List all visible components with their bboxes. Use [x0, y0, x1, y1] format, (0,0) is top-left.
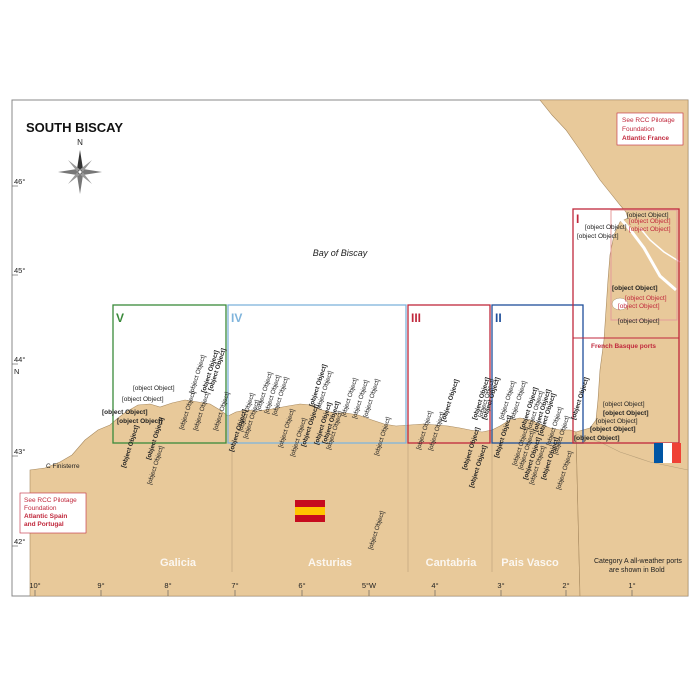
lon-tick-label: 10°: [29, 581, 40, 590]
note-spain-line-3: Atlantic Spain: [24, 513, 67, 520]
note-spain-line-1: See RCC Pilotage: [24, 497, 77, 504]
port-label: [object Object]: [603, 410, 649, 417]
lon-tick-label: 5°W: [362, 581, 377, 590]
port-label: [object Object]: [618, 303, 660, 310]
section-v-box: [112, 304, 227, 444]
section-iii-label: III: [411, 311, 421, 325]
section-iii-box: [407, 304, 491, 444]
note-france-line-2: Foundation: [622, 126, 655, 133]
port-label: [object Object]: [574, 435, 620, 442]
port-label: [object Object]: [590, 426, 636, 433]
lon-tick-label: 2°: [562, 581, 569, 590]
port-label: [object Object]: [629, 226, 671, 233]
port-label: [object Object]: [585, 224, 627, 231]
region-asturias: Asturias: [308, 557, 352, 569]
port-labels-horizontal: [object Object][object Object][object Ob…: [102, 212, 671, 442]
lon-tick-label: 4°: [431, 581, 438, 590]
lat-tick-label: 44°: [14, 355, 25, 364]
lat-tick-label: 42°: [14, 537, 25, 546]
section-ii-box: [491, 304, 584, 444]
lat-tick-label: 43°: [14, 447, 25, 456]
port-label: [object Object]: [625, 295, 667, 302]
section-iv-label: IV: [231, 311, 242, 325]
lat-tick-label: 46°: [14, 177, 25, 186]
lon-tick-label: 6°: [298, 581, 305, 590]
lon-tick-label: 7°: [231, 581, 238, 590]
legend-note-line-2: are shown in Bold: [609, 567, 665, 574]
port-label: [object Object]: [577, 233, 619, 240]
port-label: [object Object]: [122, 396, 164, 403]
note-france-line-3: Atlantic France: [622, 135, 669, 142]
port-label: [object Object]: [133, 385, 175, 392]
region-cantabria: Cantabria: [426, 557, 478, 569]
land-spain: [29, 399, 581, 597]
note-atlantic-spain: See RCC Pilotage Foundation Atlantic Spa…: [19, 492, 87, 534]
port-label: [object Object]: [629, 218, 671, 225]
port-label: [object Object]: [603, 401, 645, 408]
legend-note: Category A all-weather ports are shown i…: [594, 558, 682, 574]
gironde-river: [639, 227, 681, 263]
port-label: [object Object]: [618, 318, 660, 325]
section-i-box: [572, 208, 680, 444]
port-label: [object Object]: [596, 418, 638, 425]
section-i-label: I: [576, 212, 579, 226]
lat-hemisphere-label: N: [14, 367, 19, 376]
section-ii-label: II: [495, 311, 502, 325]
lon-tick-label: 8°: [164, 581, 171, 590]
latitude-ticks: 46° 45° 44° 43° 42° N: [12, 177, 25, 547]
bassin-arcachon: [611, 297, 629, 311]
port-label: [object Object]: [102, 409, 148, 416]
compass-rose-icon: [58, 150, 102, 194]
region-galicia: Galicia: [160, 557, 197, 569]
port-label: [object Object]: [612, 285, 658, 292]
port-label: [object Object]: [627, 212, 669, 219]
spain-flag-icon: [295, 500, 325, 522]
note-spain-line-2: Foundation: [24, 505, 57, 512]
longitude-ticks: 10° 9° 8° 7° 6° 5°W 4° 3° 2° 1°: [29, 581, 636, 596]
section-v-label: V: [116, 311, 124, 325]
port-label: [object Object]: [117, 418, 163, 425]
land-france: [539, 99, 689, 597]
cape-finisterre-label: C Finisterre: [46, 463, 80, 470]
lat-tick-label: 45°: [14, 266, 25, 275]
section-iv-box: [227, 304, 407, 444]
lon-tick-label: 9°: [97, 581, 104, 590]
lon-tick-label: 3°: [497, 581, 504, 590]
gironde-estuary: [618, 217, 677, 292]
region-borders: [231, 433, 689, 572]
north-label: N: [77, 138, 83, 147]
map-title: SOUTH BISCAY: [26, 120, 123, 135]
legend-note-line-1: Category A all-weather ports: [594, 558, 682, 565]
sea-label: Bay of Biscay: [313, 248, 368, 258]
region-pais-vasco: Pais Vasco: [501, 557, 559, 569]
note-france-line-1: See RCC Pilotage: [622, 117, 675, 124]
france-ports-inset-box: [610, 209, 678, 321]
french-basque-label: French Basque ports: [591, 343, 656, 350]
lon-tick-label: 1°: [628, 581, 635, 590]
note-atlantic-france: See RCC Pilotage Foundation Atlantic Fra…: [616, 112, 684, 146]
france-flag-icon: [654, 443, 681, 463]
note-spain-line-4: and Portugal: [24, 521, 64, 528]
